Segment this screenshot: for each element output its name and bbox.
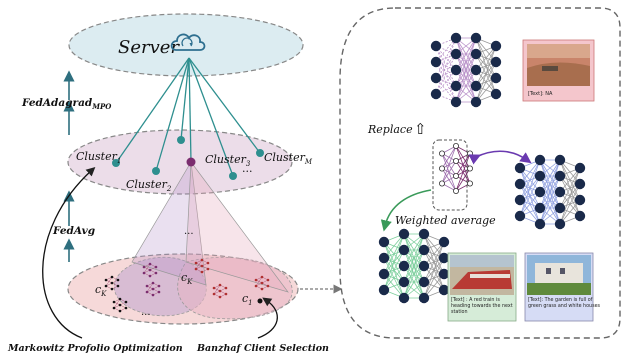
- network-purple: [514, 154, 586, 230]
- server-ellipse: [68, 13, 304, 77]
- client-network-5: [212, 283, 228, 299]
- server-cluster-links: [115, 57, 261, 177]
- client-dots-top: ...: [184, 226, 194, 237]
- projection-cone-1: [131, 160, 207, 286]
- markowitz-label: Markowitz Profolio Optimization: [7, 343, 183, 353]
- server-label: Server: [118, 37, 180, 58]
- client-ck-left-label: cK: [95, 283, 107, 298]
- client-ck-mid-label: cK: [181, 271, 193, 286]
- green-arrow: [380, 189, 432, 232]
- projection-cone-2: [185, 161, 289, 293]
- client-network-6: [254, 275, 270, 291]
- caption-garden: [Text]: The garden is full of: [528, 297, 593, 303]
- client-network-3: [145, 281, 161, 297]
- trainCap-line: heading towards the next: [451, 303, 513, 309]
- svg-text:[Text] : A red train is he: [Text] : A red train is heading towards …: [451, 297, 513, 315]
- client-network-2: [142, 262, 158, 278]
- markowitz-arrow: [42, 166, 96, 339]
- svg-text:[Text]: The garden is full of: [Text]: The garden is full of green gras…: [528, 297, 601, 309]
- network-weighted-average: [438, 142, 473, 194]
- client-network-7: [112, 297, 128, 313]
- network-top: [430, 32, 502, 108]
- fedavg-label: FedAvg: [52, 225, 95, 237]
- image-card-garden: [Text]: The garden is full of green gras…: [524, 252, 601, 322]
- replace-label: Replace: [367, 123, 413, 136]
- cloud-sync-icon: [170, 33, 206, 51]
- cluster-2-label: Cluster2: [126, 178, 172, 193]
- cluster-1-label: Cluster1: [76, 150, 121, 165]
- weighted-average-label: Weighted average: [395, 214, 496, 227]
- image-card-train: [Text] : A red train is heading towards …: [447, 252, 517, 322]
- client-dots-bottom: ...: [141, 307, 151, 318]
- network-green: [378, 228, 450, 304]
- detail-panel-outline: [339, 7, 621, 339]
- selected-client-dot: [257, 298, 263, 304]
- caption-train: [Text] : A red train is: [451, 297, 500, 303]
- cluster-ellipsis: ...: [242, 162, 253, 175]
- image-card-na: [Text]: NA: [522, 39, 595, 102]
- replace-arrow: ⇧: [414, 120, 427, 138]
- banzhaf-arrow: [257, 297, 278, 339]
- weighted-average-box: [432, 139, 468, 211]
- cluster-3-label: Cluster3: [205, 153, 251, 168]
- purple-arrow: [468, 150, 532, 165]
- banzhaf-label: Banzhaf Client Selection: [196, 343, 329, 353]
- client-c1-label: c1: [242, 292, 253, 307]
- cluster-nodes: [112, 136, 264, 180]
- client-network-4: [194, 258, 210, 274]
- fedadagrad-label: FedAdagradMPO: [21, 97, 112, 111]
- cluster-m-label: ClusterM: [264, 151, 313, 166]
- neural-networks: [378, 32, 586, 304]
- client-mini-networks: [104, 258, 270, 313]
- client-network-1: [104, 275, 120, 291]
- caption-na: [Text]: NA: [528, 91, 553, 97]
- trainCap-line: station: [451, 309, 468, 315]
- gardenCap-line: green grass and white houses: [528, 303, 601, 309]
